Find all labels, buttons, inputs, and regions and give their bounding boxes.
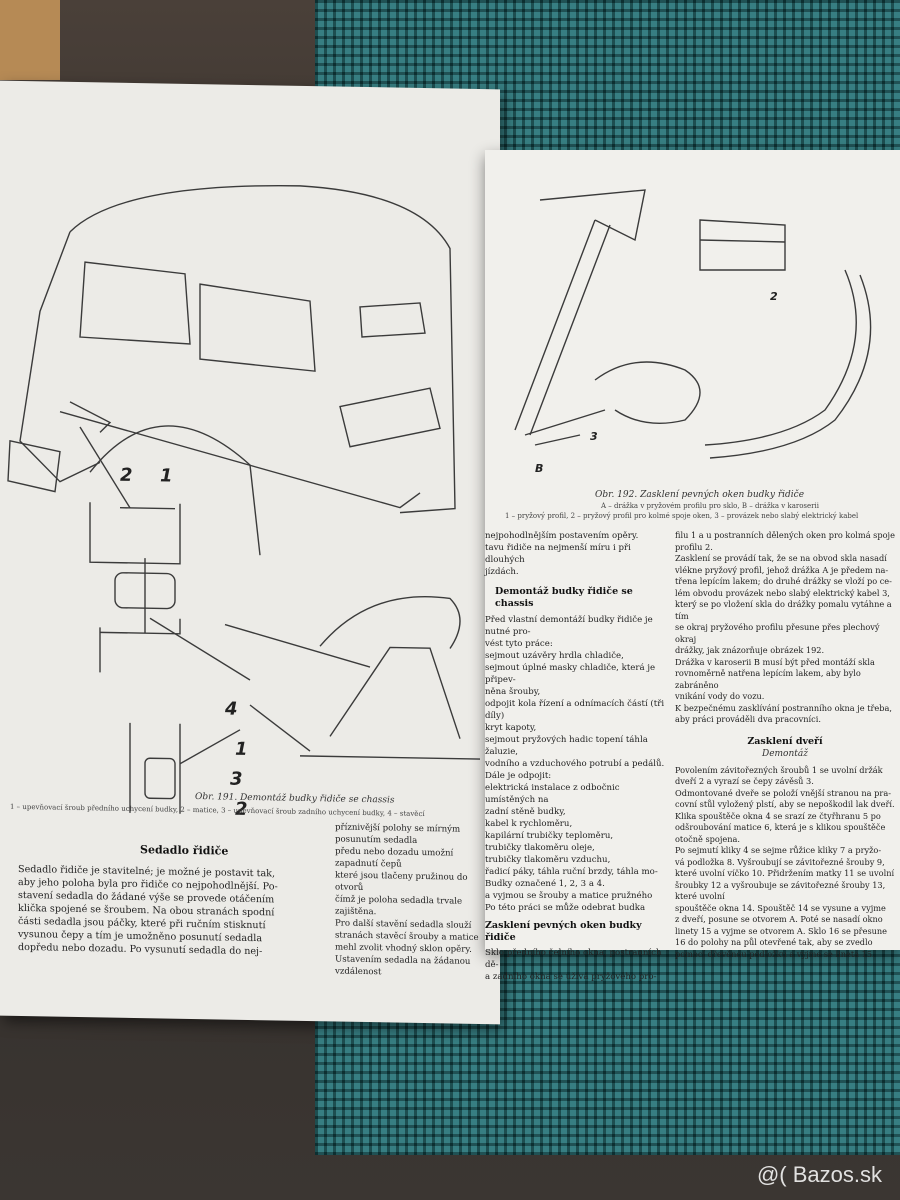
text-line: a vyjmou se šrouby a matice pružného: [485, 891, 653, 901]
fig192-labels: 3 B 2: [535, 290, 778, 475]
text-line: linety 15 a vyjme se otvorem A. Sklo 16 …: [675, 925, 888, 936]
text-line: sejmout úplné masky chladiče, která je p…: [485, 663, 656, 685]
text-line: čímž je poloha sedadla trvale zajištěna.: [335, 894, 463, 918]
text-line: Sklo předního čelního okna, postranních …: [485, 948, 662, 970]
text-line: předu nebo dozadu umožní zapadnutí čepů: [335, 846, 454, 870]
section-heading-sedadlo: Sedadlo řidiče: [140, 843, 229, 858]
label-1-lower: 1: [235, 739, 248, 760]
text-line: šroubky 12 a vyšroubuje se závitořezné š…: [675, 879, 886, 902]
text-line: profilu 2.: [675, 541, 713, 552]
text-line: Dále je odpojit:: [485, 771, 552, 781]
fig191-bottom-labels: 4 1 3 2: [224, 699, 248, 820]
text-line: rovnoměrně natřena lepícím lakem, aby by…: [675, 668, 861, 690]
mount-detail-illustration: [89, 502, 480, 814]
cardboard-box-corner: [0, 0, 60, 80]
label-2-lower: 2: [235, 799, 248, 820]
text-line: Ustavením sedadla na žádanou vzdálenost: [335, 954, 471, 978]
truck-cab-illustration: [7, 184, 456, 556]
text-line: trubičky tlakoměru vzduchu,: [485, 855, 611, 865]
fig191-top-labels: 2 1: [120, 465, 173, 487]
text-line: se okraj pryžového profilu přesune přes …: [675, 622, 880, 644]
text-line: Klika spouštěče okna 4 se srazí ze čtyřh…: [675, 810, 881, 821]
text-line: Po této práci se může odebrat budka: [485, 903, 646, 913]
label-1: 1: [160, 465, 173, 486]
label-b: B: [535, 462, 543, 475]
text-line: Povolením závitořezných šroubů 1 se uvol…: [675, 764, 883, 775]
text-line: kabel k rychloměru,: [485, 819, 573, 829]
text-line: sejmout uzávěry hrdla chladiče,: [485, 651, 624, 661]
text-line: vést tyto práce:: [485, 639, 553, 649]
text-line: odšroubování matice 6, která je s klikou…: [675, 822, 886, 832]
text-line: třena lepícím lakem; do druhé drážky se …: [675, 576, 892, 586]
text-line: drážky, jak znázorňuje obrázek 192.: [675, 645, 825, 655]
section-heading-demontaz-budky: Demontáž budky řidiče se chassis: [495, 586, 633, 609]
text-line: filu 1 a u postranních dělených oken pro…: [675, 530, 895, 540]
label-2: 2: [770, 290, 778, 303]
text-line: jízdách.: [485, 567, 519, 577]
text-line: něna šrouby,: [485, 687, 541, 697]
label-3: 3: [230, 769, 243, 790]
bazos-watermark: @( Bazos.sk: [756, 1162, 882, 1187]
text-line: vnikání vody do vozu.: [675, 691, 765, 701]
text-line: aby práci prováděli dva pracovníci.: [675, 714, 821, 724]
text-line: pomocí dřevěnou podložku a vyjme se line…: [675, 948, 875, 959]
label-3: 3: [590, 430, 598, 443]
text-line: které jsou tlačeny pružinou do otvorů: [335, 870, 468, 893]
window-glazing-illustration: [514, 189, 872, 459]
text-line: elektrická instalace z odbočnic umístěný…: [485, 783, 620, 805]
text-line: sejmout pryžových hadic topení táhla žal…: [485, 735, 648, 757]
text-line: které uvolní víčko 10. Přidržením matky …: [675, 868, 895, 878]
text-line: spouštěče okna 14. Spouštěč 14 se vysune…: [675, 902, 886, 913]
text-line: trubičky tlakoměru oleje,: [485, 843, 595, 853]
text-line: z dveří, posune se otvorem A. Poté se na…: [675, 914, 883, 924]
section-heading-zaskleni-oken: Zasklení pevných oken budky řidiče: [485, 920, 642, 943]
text-line: K bezpečnému zasklívání postranního okna…: [675, 702, 892, 713]
text-line: vlékne pryžový profil, jehož drážka A je…: [675, 564, 889, 575]
text-line: vá podložka 8. Vyšroubují se závitořezné…: [675, 856, 885, 867]
text-line: vodního a vzduchového potrubí a pedálů.: [485, 759, 665, 769]
right-text-column-1: nejpohodlnějším postavením opěry. tavu ř…: [485, 530, 665, 983]
right-text-column-2: filu 1 a u postranních dělených oken pro…: [675, 530, 895, 960]
text-line: dveří 2 a vyrazí se čepy závěsů 3.: [675, 776, 814, 786]
text-line: otočně spojena.: [675, 833, 740, 844]
text-line: nejpohodlnějším postavením opěry.: [485, 531, 639, 541]
label-4: 4: [224, 699, 238, 720]
fig192-legend-a: A – drážka v pryžovém profilu pro sklo, …: [601, 502, 819, 510]
text-line: covní stůl vyložený plstí, aby se nepošk…: [675, 799, 895, 809]
text-line: 16 do polohy na půl otevřené tak, aby se…: [675, 937, 873, 947]
subheading-demontaz: Demontáž: [761, 749, 808, 759]
text-line: zadní stěně budky,: [485, 807, 566, 817]
right-book-page: 3 B 2 Obr. 192. Zasklení pevných oken bu…: [485, 150, 900, 982]
fig192-legend-b: 1 – pryžový profil, 2 – pryžový profil p…: [505, 512, 859, 520]
sedadlo-text-column-2: příznivější polohy se mírným posunutím s…: [335, 821, 495, 980]
text-line: který se po vložení skla do drážky pomal…: [675, 599, 892, 621]
text-line: odpojit kola řízení a odnímacích částí (…: [485, 699, 665, 721]
text-line: Po sejmutí kliky 4 se sejme růžice kliky…: [675, 845, 882, 855]
section-heading-zaskleni-dveri: Zasklení dveří: [747, 735, 823, 747]
text-line: příznivější polohy se mírným posunutím s…: [335, 822, 461, 846]
text-line: Drážka v karoserii B musí být před montá…: [675, 656, 875, 667]
text-line: lém obvodu provázek nebo slabý elektrick…: [675, 587, 890, 598]
text-line: kryt kapoty,: [485, 723, 537, 733]
sedadlo-text-column-1: Sedadlo řidiče je stavitelné; je možné j…: [18, 863, 328, 959]
text-line: řadicí páky, táhla ruční brzdy, táhla mo…: [485, 867, 658, 877]
text-line: Budky označené 1, 2, 3 a 4.: [485, 879, 605, 889]
text-line: Zasklení se provádí tak, že se na obvod …: [675, 553, 887, 563]
label-2: 2: [120, 465, 133, 486]
text-line: Před vlastní demontáží budky řidiče je n…: [485, 615, 653, 637]
text-line: kapilární trubičky teploměru,: [485, 831, 614, 841]
text-line: a zadního okna se užívá pryžového pro-: [485, 972, 657, 982]
fig192-caption: Obr. 192. Zasklení pevných oken budky ři…: [595, 490, 805, 500]
text-line: tavu řidiče na nejmenší míru i při dlouh…: [485, 543, 631, 565]
left-book-page: 2 1 4 1 3 2 Obr. 191. Demontáž budky řid…: [0, 80, 500, 1025]
text-line: Odmontované dveře se položí vnější stran…: [675, 787, 891, 798]
